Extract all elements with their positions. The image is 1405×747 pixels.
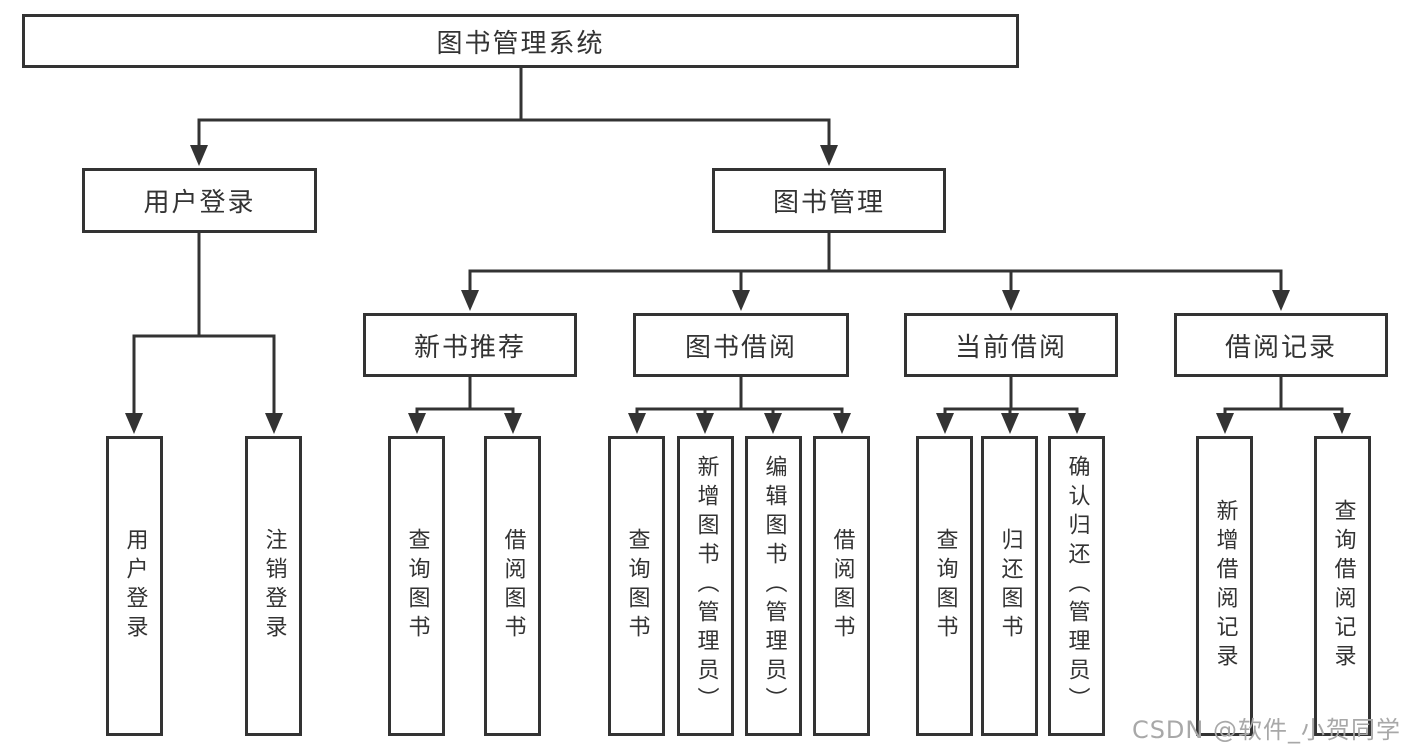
leaf-confirm-return-admin-label: 确认归还（管理员） bbox=[1064, 455, 1090, 717]
leaf-borrow-books: 借阅图书 bbox=[813, 436, 870, 736]
leaf-borrow-books-label: 借阅图书 bbox=[829, 527, 855, 645]
leaf-confirm-return-admin: 确认归还（管理员） bbox=[1048, 436, 1105, 736]
leaf-return-books-label: 归还图书 bbox=[997, 527, 1023, 645]
leaf-query-books-borrow-label: 查询图书 bbox=[624, 527, 650, 645]
leaf-query-books-borrow: 查询图书 bbox=[608, 436, 665, 736]
node-book-borrowing-label: 图书借阅 bbox=[684, 332, 797, 363]
node-book-borrowing: 图书借阅 bbox=[633, 313, 849, 377]
node-book-management: 图书管理 bbox=[712, 168, 946, 233]
leaf-add-book-admin-label: 新增图书（管理员） bbox=[693, 455, 719, 717]
node-borrowing-records: 借阅记录 bbox=[1174, 313, 1388, 377]
leaf-query-borrow-record-label: 查询借阅记录 bbox=[1330, 498, 1356, 674]
node-user-login-label: 用户登录 bbox=[143, 188, 256, 218]
node-library-system-label: 图书管理系统 bbox=[436, 28, 605, 59]
leaf-edit-book-admin: 编辑图书（管理员） bbox=[745, 436, 802, 736]
csdn-watermark: CSDN @软件_小贺同学 bbox=[1131, 716, 1401, 744]
connector-lines bbox=[132, 68, 1344, 416]
node-new-book-recommend-label: 新书推荐 bbox=[413, 332, 526, 363]
leaf-return-books: 归还图书 bbox=[981, 436, 1038, 736]
leaf-query-books-current-label: 查询图书 bbox=[932, 527, 958, 645]
leaf-add-borrow-record: 新增借阅记录 bbox=[1196, 436, 1253, 736]
arrowheads bbox=[125, 145, 1351, 434]
leaf-logout: 注销登录 bbox=[245, 436, 302, 736]
leaf-query-borrow-record: 查询借阅记录 bbox=[1314, 436, 1371, 736]
node-current-borrowing-label: 当前借阅 bbox=[954, 332, 1067, 363]
leaf-user-login: 用户登录 bbox=[106, 436, 163, 736]
leaf-borrow-books-recommend: 借阅图书 bbox=[484, 436, 541, 736]
node-borrowing-records-label: 借阅记录 bbox=[1224, 332, 1337, 363]
leaf-borrow-books-recommend-label: 借阅图书 bbox=[500, 527, 526, 645]
leaf-add-book-admin: 新增图书（管理员） bbox=[677, 436, 734, 736]
node-new-book-recommend: 新书推荐 bbox=[363, 313, 577, 377]
node-user-login: 用户登录 bbox=[82, 168, 317, 233]
leaf-user-login-label: 用户登录 bbox=[122, 527, 148, 645]
leaf-query-books-current: 查询图书 bbox=[916, 436, 973, 736]
node-book-management-label: 图书管理 bbox=[772, 188, 885, 218]
leaf-add-borrow-record-label: 新增借阅记录 bbox=[1212, 498, 1238, 674]
node-library-system: 图书管理系统 bbox=[22, 14, 1019, 68]
node-current-borrowing: 当前借阅 bbox=[904, 313, 1118, 377]
leaf-edit-book-admin-label: 编辑图书（管理员） bbox=[761, 455, 787, 717]
leaf-query-books-recommend-label: 查询图书 bbox=[404, 527, 430, 645]
leaf-query-books-recommend: 查询图书 bbox=[388, 436, 445, 736]
leaf-logout-label: 注销登录 bbox=[261, 527, 287, 645]
